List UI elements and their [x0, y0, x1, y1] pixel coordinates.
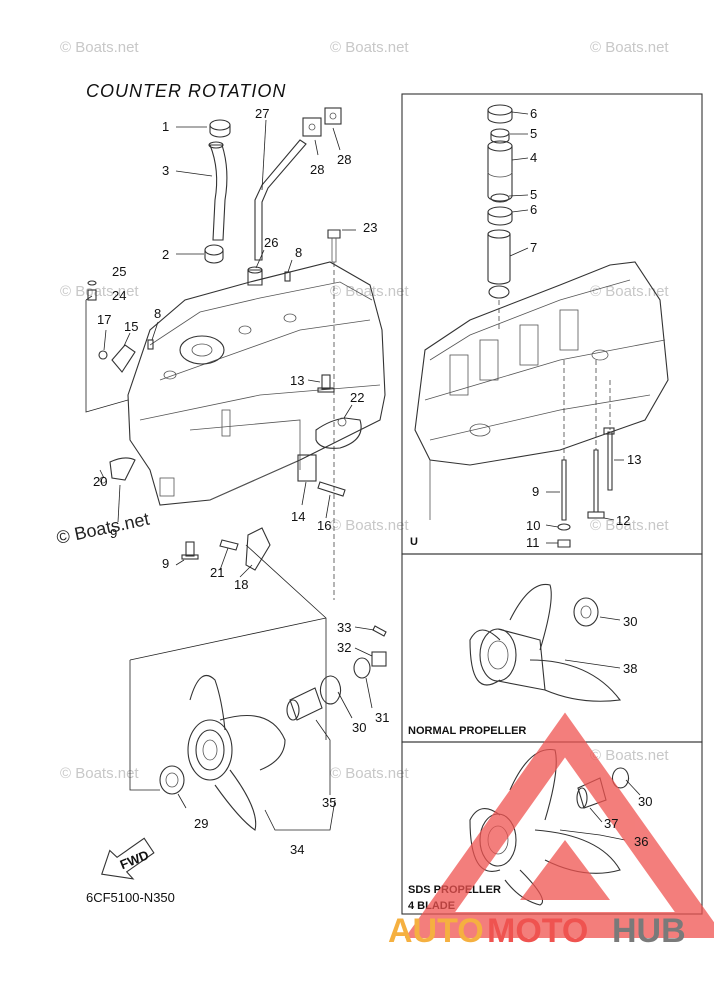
- part-label: 5: [530, 187, 537, 202]
- part-label: 6: [530, 202, 537, 217]
- lower-casing: [85, 261, 386, 506]
- part-label: 32: [337, 640, 351, 655]
- part-label: 37: [604, 816, 618, 831]
- part-label: 22: [350, 390, 364, 405]
- watermark: © Boats.net: [590, 747, 669, 764]
- left-parts: [87, 107, 362, 600]
- part-label: 33: [337, 620, 351, 635]
- watermark: © Boats.net: [60, 283, 139, 300]
- part-label: 14: [291, 509, 305, 524]
- part-label: 9: [532, 484, 539, 499]
- part-label: 30: [623, 614, 637, 629]
- part-label: 31: [375, 710, 389, 725]
- watermark: © Boats.net: [590, 283, 669, 300]
- part-label: 38: [623, 661, 637, 676]
- part-label: 29: [194, 816, 208, 831]
- part-label: 23: [363, 220, 377, 235]
- brand-part3: HUB: [612, 912, 686, 950]
- part-label: 36: [634, 834, 648, 849]
- normal-propeller: [469, 583, 622, 702]
- brand-wordmark: AUTO MOTO HUB: [388, 912, 686, 950]
- watermark: © Boats.net: [60, 765, 139, 782]
- diagram-code: 6CF5100-N350: [86, 890, 175, 905]
- part-label: 26: [264, 235, 278, 250]
- u-panel-parts: [414, 104, 669, 548]
- watermark: © Boats.net: [330, 765, 409, 782]
- fwd-arrow-icon: FWD: [101, 837, 155, 880]
- counter-rotation-propeller: [129, 617, 387, 831]
- part-label: 9: [110, 526, 117, 541]
- part-label: 13: [290, 373, 304, 388]
- part-label: 21: [210, 565, 224, 580]
- watermarks: © Boats.net © Boats.net © Boats.net © Bo…: [55, 39, 670, 782]
- part-label: 17: [97, 312, 111, 327]
- part-label: 30: [638, 794, 652, 809]
- part-label: 20: [93, 474, 107, 489]
- part-label: 1: [162, 119, 169, 134]
- normal-propeller-label: NORMAL PROPELLER: [408, 725, 526, 737]
- part-label: 5: [530, 126, 537, 141]
- watermark-dark: © Boats.net: [55, 509, 151, 548]
- brand-part2: MOTO: [487, 912, 588, 950]
- brand-triangle-logo: [404, 712, 714, 938]
- part-label: 9: [162, 556, 169, 571]
- part-labels: 1 3 2 27 28 28 26 8 23 25 24 17 15 8 13 …: [93, 106, 652, 857]
- part-label: 11: [526, 535, 540, 550]
- part-label: 8: [154, 306, 161, 321]
- part-label: 28: [310, 162, 324, 177]
- part-label: 7: [530, 240, 537, 255]
- part-label: 24: [112, 288, 126, 303]
- part-label: 28: [337, 152, 351, 167]
- part-label: 3: [162, 163, 169, 178]
- part-label: 25: [112, 264, 126, 279]
- part-label: 13: [627, 452, 641, 467]
- part-label: 6: [530, 106, 537, 121]
- part-label: 10: [526, 518, 540, 533]
- part-label: 27: [255, 106, 269, 121]
- part-label: 16: [317, 518, 331, 533]
- watermark: © Boats.net: [590, 517, 669, 534]
- diagram-title: COUNTER ROTATION: [86, 81, 286, 101]
- watermark: © Boats.net: [590, 39, 669, 56]
- watermark: © Boats.net: [330, 39, 409, 56]
- part-label: 30: [352, 720, 366, 735]
- watermark: © Boats.net: [60, 39, 139, 56]
- watermark: © Boats.net: [330, 517, 409, 534]
- brand-part1: AUTO: [388, 912, 484, 950]
- part-label: 18: [234, 577, 248, 592]
- panel-frames: [401, 93, 703, 915]
- part-label: 34: [290, 842, 304, 857]
- part-label: 4: [530, 150, 537, 165]
- fwd-label: FWD: [118, 847, 151, 872]
- part-label: 15: [124, 319, 138, 334]
- part-label: 2: [162, 247, 169, 262]
- part-label: 12: [616, 513, 630, 528]
- panel-u-label: U: [410, 536, 418, 548]
- part-label: 35: [322, 795, 336, 810]
- part-label: 8: [295, 245, 302, 260]
